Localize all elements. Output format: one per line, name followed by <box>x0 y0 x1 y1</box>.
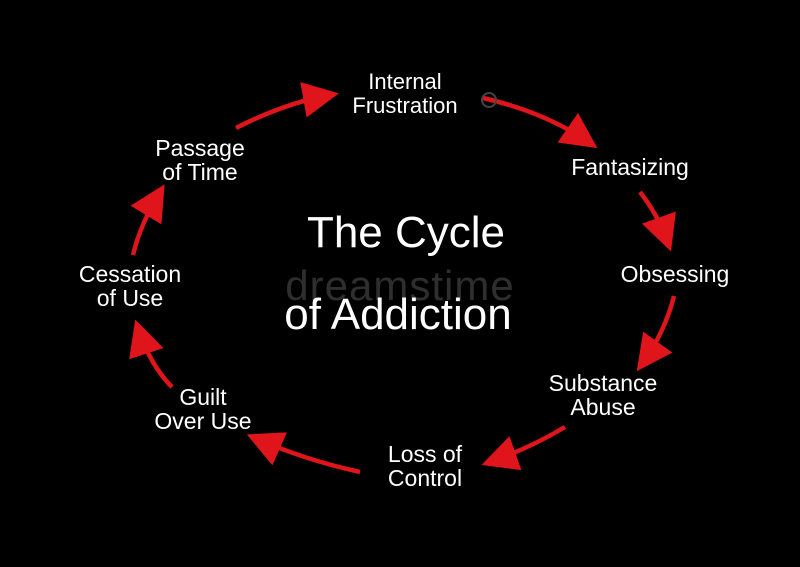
stage-label-line: Internal <box>368 69 442 94</box>
stage-label-line: Over Use <box>154 408 252 434</box>
stage-cessation-of-use: Cessation of Use <box>55 262 205 310</box>
stage-label-line: Fantasizing <box>571 154 689 180</box>
stage-label-line: Abuse <box>570 394 636 420</box>
arrow-passage-to-frustration <box>234 82 339 131</box>
arrow-obsessing-to-substance <box>636 295 677 372</box>
stage-label-line: of Time <box>162 159 238 185</box>
start-marker <box>481 92 497 108</box>
watermark: dreamstime <box>285 262 515 309</box>
stage-label-line: Substance <box>548 370 658 396</box>
arrow-loss-to-guilt <box>246 432 361 475</box>
stage-passage-of-time: Passage of Time <box>130 136 270 184</box>
diagram-title-line-2: of Addiction <box>284 290 512 339</box>
diagram-title-line-1: The Cycle <box>306 208 506 257</box>
stage-loss-of-control: Loss of Control <box>360 442 490 490</box>
stage-obsessing: Obsessing <box>600 262 750 286</box>
stage-substance-abuse: Substance Abuse <box>528 371 678 419</box>
stage-internal-frustration: Internal Frustration <box>340 70 470 118</box>
stage-label-line: Frustration <box>352 93 458 118</box>
stage-label-line: Obsessing <box>620 261 730 287</box>
stage-label-line: of Use <box>96 285 164 311</box>
stage-guilt-over-use: Guilt Over Use <box>133 385 273 433</box>
arrow-frustration-to-fantasizing <box>482 95 598 149</box>
stage-label-line: Guilt <box>179 384 227 410</box>
arrow-guilt-to-cessation <box>129 319 174 389</box>
arrow-substance-to-loss <box>481 425 567 471</box>
stage-label-line: Control <box>387 465 463 491</box>
stage-label-line: Passage <box>155 135 245 161</box>
stage-label-line: Loss of <box>387 441 463 467</box>
stage-fantasizing: Fantasizing <box>550 155 710 179</box>
arrow-cessation-to-passage <box>130 184 165 256</box>
arrow-fantasizing-to-obsessing <box>638 190 676 252</box>
stage-label-line: Cessation <box>78 261 182 287</box>
